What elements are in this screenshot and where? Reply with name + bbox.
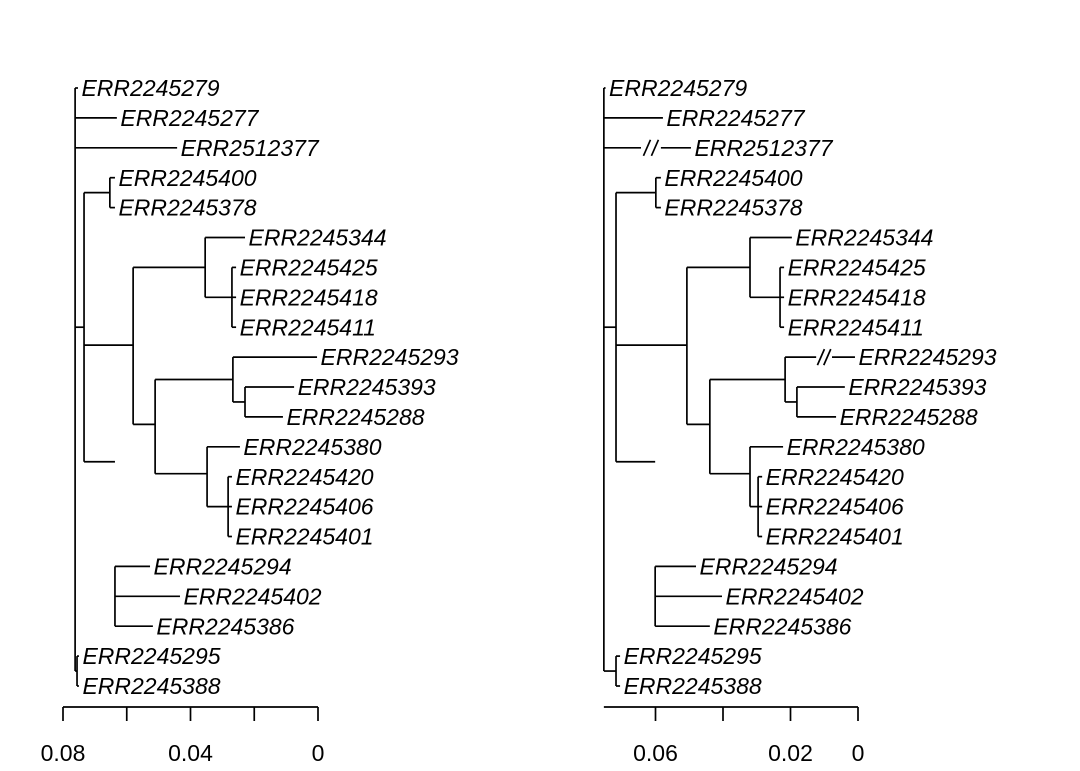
taxon-label: ERR2245277 <box>120 105 259 131</box>
axis-tick-label: 0 <box>852 740 865 766</box>
axis-tick-label: 0.02 <box>768 740 813 766</box>
taxon-label: ERR2245406 <box>766 494 904 520</box>
branch-break-mark <box>822 348 832 366</box>
taxon-label: ERR2245380 <box>243 434 381 460</box>
taxon-label: ERR2245402 <box>725 583 863 609</box>
taxon-label: ERR2245386 <box>156 613 294 639</box>
taxon-label: ERR2245420 <box>766 464 904 490</box>
taxon-label: ERR2245388 <box>82 673 220 699</box>
taxon-label: ERR2245401 <box>235 524 373 550</box>
taxon-label: ERR2245402 <box>183 583 321 609</box>
taxon-label: ERR2245425 <box>788 254 926 280</box>
right-tree: ERR2245279ERR2245277ERR2512377ERR2245400… <box>603 75 997 766</box>
taxon-label: ERR2245277 <box>666 105 805 131</box>
taxon-label: ERR2245401 <box>766 524 904 550</box>
taxon-label: ERR2245386 <box>713 613 851 639</box>
taxon-label: ERR2245378 <box>664 195 802 221</box>
left-tree: ERR2245279ERR2245277ERR2512377ERR2245400… <box>41 75 459 766</box>
taxon-label: ERR2245279 <box>609 75 747 101</box>
taxon-label: ERR2512377 <box>694 135 833 161</box>
taxon-label: ERR2245418 <box>788 284 926 310</box>
branch-break-mark <box>816 348 826 366</box>
taxon-label: ERR2245380 <box>787 434 925 460</box>
taxon-label: ERR2245295 <box>82 643 220 669</box>
taxon-label: ERR2245295 <box>624 643 762 669</box>
taxon-label: ERR2245279 <box>81 75 219 101</box>
taxon-label: ERR2245420 <box>235 464 373 490</box>
taxon-label: ERR2245293 <box>858 344 996 370</box>
taxon-label: ERR2245294 <box>700 553 838 579</box>
taxon-label: ERR2245406 <box>235 494 373 520</box>
taxon-label: ERR2245393 <box>848 374 986 400</box>
taxon-label: ERR2512377 <box>181 135 320 161</box>
taxon-label: ERR2245288 <box>840 404 978 430</box>
axis-tick-label: 0.06 <box>633 740 678 766</box>
axis-tick-label: 0 <box>312 740 325 766</box>
taxon-label: ERR2245411 <box>788 314 924 340</box>
taxon-label: ERR2245411 <box>240 314 376 340</box>
taxon-label: ERR2245400 <box>664 165 802 191</box>
axis-tick-label: 0.08 <box>41 740 86 766</box>
taxon-label: ERR2245294 <box>154 553 292 579</box>
taxon-label: ERR2245293 <box>321 344 459 370</box>
taxon-label: ERR2245378 <box>118 195 256 221</box>
branch-break-mark <box>642 139 652 157</box>
taxon-label: ERR2245393 <box>298 374 436 400</box>
taxon-label: ERR2245418 <box>240 284 378 310</box>
axis-tick-label: 0.04 <box>168 740 213 766</box>
taxon-label: ERR2245288 <box>286 404 424 430</box>
branch-break-mark <box>650 139 660 157</box>
taxon-label: ERR2245425 <box>240 254 378 280</box>
taxon-label: ERR2245344 <box>795 225 933 251</box>
taxon-label: ERR2245400 <box>118 165 256 191</box>
taxon-label: ERR2245388 <box>624 673 762 699</box>
taxon-label: ERR2245344 <box>249 225 387 251</box>
